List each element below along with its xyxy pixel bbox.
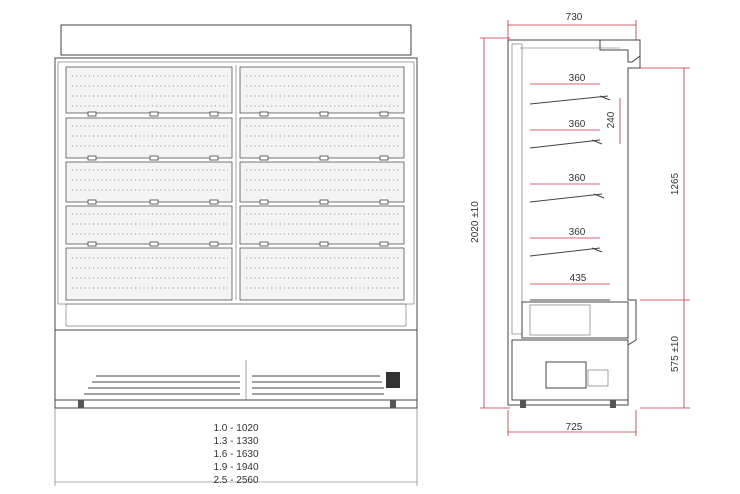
dim-top-depth: 730 [566,12,583,23]
compressor [545,361,587,389]
dim-shelf-spacing: 240 [606,111,617,128]
width-table-line-4: 1.9 - 1940 [213,462,258,473]
side-shelves [529,95,611,301]
ventilation-grille [84,375,384,395]
dim-bottom-depth: 725 [566,422,583,433]
dimension-lines [480,20,690,436]
control-panel [386,372,400,388]
dim-shelf-depth-2: 360 [569,119,586,130]
dim-shelf-zone: 1265 [670,172,681,195]
dim-shelf-depth-5: 435 [570,273,587,284]
cabinet-body [54,57,418,409]
width-table-line-1: 1.0 - 1020 [213,423,258,434]
front-shelves [65,66,405,301]
dim-base-height: 575 ±10 [670,336,681,373]
width-table-line-2: 1.3 - 1330 [213,436,258,447]
front-view [54,24,418,486]
base-panel [65,303,407,327]
width-table-line-3: 1.6 - 1630 [213,449,258,460]
dim-shelf-depth-1: 360 [569,73,586,84]
side-view [480,20,690,436]
width-table-line-5: 2.5 - 2560 [213,475,258,486]
canopy [60,24,412,56]
dim-shelf-depth-4: 360 [569,227,586,238]
dim-shelf-depth-3: 360 [569,173,586,184]
dim-total-height: 2020 ±10 [470,201,481,243]
